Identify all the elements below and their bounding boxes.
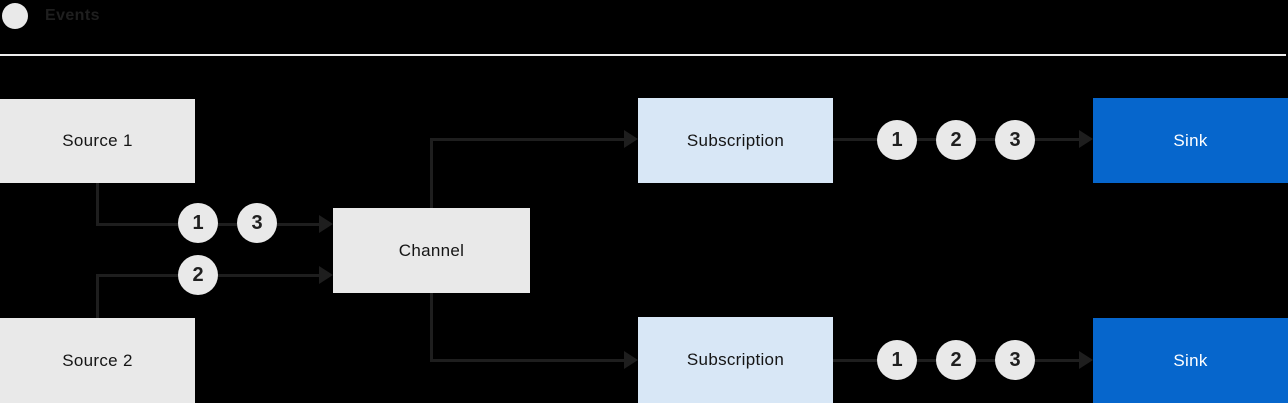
node-subscription-bottom-label: Subscription: [686, 350, 785, 369]
event-marker: 2: [936, 340, 976, 380]
arrowhead-icon: [319, 215, 333, 233]
legend-label: Events: [45, 7, 100, 24]
node-sink-bottom: Sink: [1093, 318, 1288, 403]
event-marker: 1: [178, 203, 218, 243]
event-marker: 3: [237, 203, 277, 243]
edge-channel-to-subscription-bottom: [430, 359, 624, 362]
node-source-2: Source 2: [0, 318, 195, 403]
edge-channel-to-subscription-top: [430, 138, 624, 141]
edge-channel-down: [430, 293, 433, 361]
node-source-1-label: Source 1: [62, 131, 133, 150]
node-sink-bottom-label: Sink: [1173, 350, 1208, 370]
divider-rule: [0, 54, 1286, 56]
arrowhead-icon: [1079, 351, 1093, 369]
edge-channel-up: [430, 140, 433, 208]
node-subscription-bottom: Subscription: [638, 317, 833, 403]
event-marker: 1: [877, 340, 917, 380]
event-marker: 1: [877, 120, 917, 160]
node-channel-label: Channel: [398, 240, 465, 260]
arrowhead-icon: [1079, 130, 1093, 148]
node-channel: Channel: [333, 208, 530, 293]
node-source-1: Source 1: [0, 99, 195, 183]
arrowhead-icon: [624, 351, 638, 369]
event-circle-icon: [2, 3, 28, 29]
node-source-2-label: Source 2: [62, 350, 133, 370]
node-subscription-top: Subscription: [638, 98, 833, 183]
legend: Events: [2, 3, 100, 29]
node-subscription-top-label: Subscription: [686, 130, 785, 150]
node-sink-top-label: Sink: [1173, 130, 1208, 150]
arrowhead-icon: [319, 266, 333, 284]
edge-source2-up: [96, 275, 99, 318]
edge-source1-down: [96, 183, 99, 225]
event-marker: 3: [995, 120, 1035, 160]
arrowhead-icon: [624, 130, 638, 148]
event-marker: 2: [936, 120, 976, 160]
node-sink-top: Sink: [1093, 98, 1288, 183]
event-marker: 2: [178, 255, 218, 295]
event-marker: 3: [995, 340, 1035, 380]
